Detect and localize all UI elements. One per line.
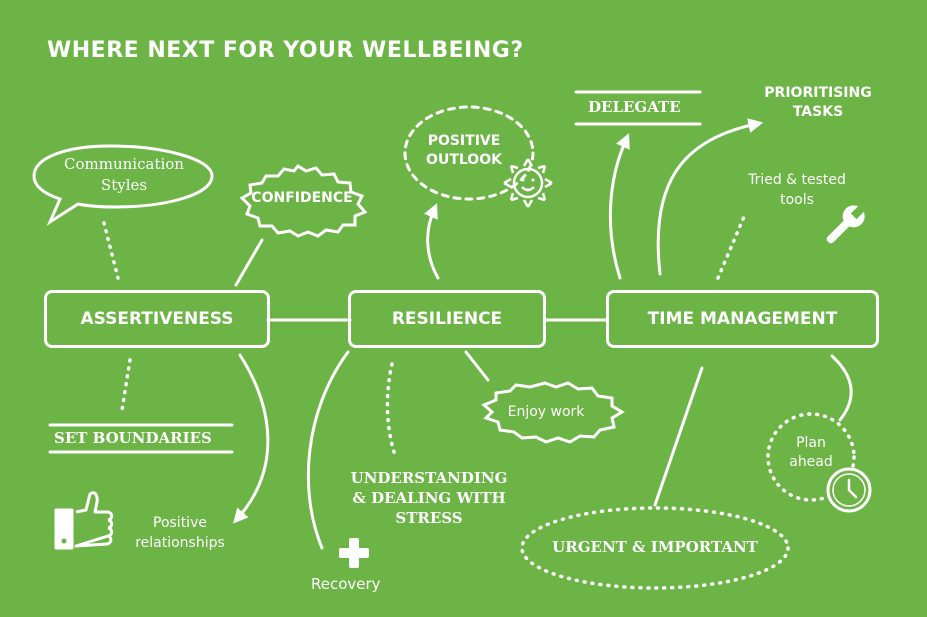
hub-assertiveness: ASSERTIVENESS (44, 290, 270, 348)
page-title: WHERE NEXT FOR YOUR WELLBEING? (47, 38, 524, 63)
dotted-link-stress (385, 362, 398, 460)
node-communication-styles: Communication Styles (64, 155, 184, 194)
plan-link (830, 354, 853, 422)
plan-circle (766, 412, 856, 502)
node-delegate: DELEGATE (588, 98, 681, 116)
thumbs-up-icon (54, 491, 114, 550)
hub-time-management-label: TIME MANAGEMENT (647, 309, 838, 329)
node-enjoy-work: Enjoy work (507, 404, 585, 420)
node-positive-relationships: Positive relationships (135, 515, 225, 551)
hub-resilience: RESILIENCE (348, 290, 546, 348)
urgent-link (653, 366, 704, 507)
node-recovery: Recovery (311, 575, 381, 593)
node-prioritising-tasks: PRIORITISING TASKS (764, 85, 872, 120)
relationships-arrow (233, 353, 270, 524)
node-urgent-important: URGENT & IMPORTANT (552, 538, 758, 556)
urgent-ellipse (520, 506, 790, 590)
hub-resilience-label: RESILIENCE (391, 309, 503, 329)
speech-bubble (32, 144, 214, 226)
outlook-arrow (424, 203, 440, 280)
node-set-boundaries: SET BOUNDARIES (54, 429, 212, 447)
outlook-cloud (403, 105, 535, 201)
node-plan-ahead: Plan ahead (789, 435, 833, 470)
clock-icon (826, 467, 872, 513)
cross-icon (339, 538, 369, 568)
confidence-burst (239, 164, 368, 238)
dotted-link-boundaries (120, 358, 132, 412)
hub-assertiveness-label: ASSERTIVENESS (80, 309, 234, 329)
delegate-arrow (608, 133, 630, 280)
dotted-link-communication (102, 221, 120, 280)
sun-icon (503, 158, 553, 208)
node-understanding-stress: UNDERSTANDING & DEALING WITH STRESS (350, 469, 508, 527)
node-tried-tested-tools: Tried & tested tools (748, 172, 846, 208)
confidence-link (234, 238, 264, 287)
prioritise-arrow (656, 118, 764, 276)
dotted-link-tools (716, 210, 748, 280)
enjoy-burst (481, 381, 625, 444)
node-confidence: CONFIDENCE (251, 190, 353, 206)
recovery-line (306, 350, 350, 550)
enjoy-link (464, 350, 490, 382)
node-positive-outlook: POSITIVE OUTLOOK (426, 133, 502, 168)
hub-time-management: TIME MANAGEMENT (606, 290, 879, 348)
wrench-icon (826, 203, 867, 244)
